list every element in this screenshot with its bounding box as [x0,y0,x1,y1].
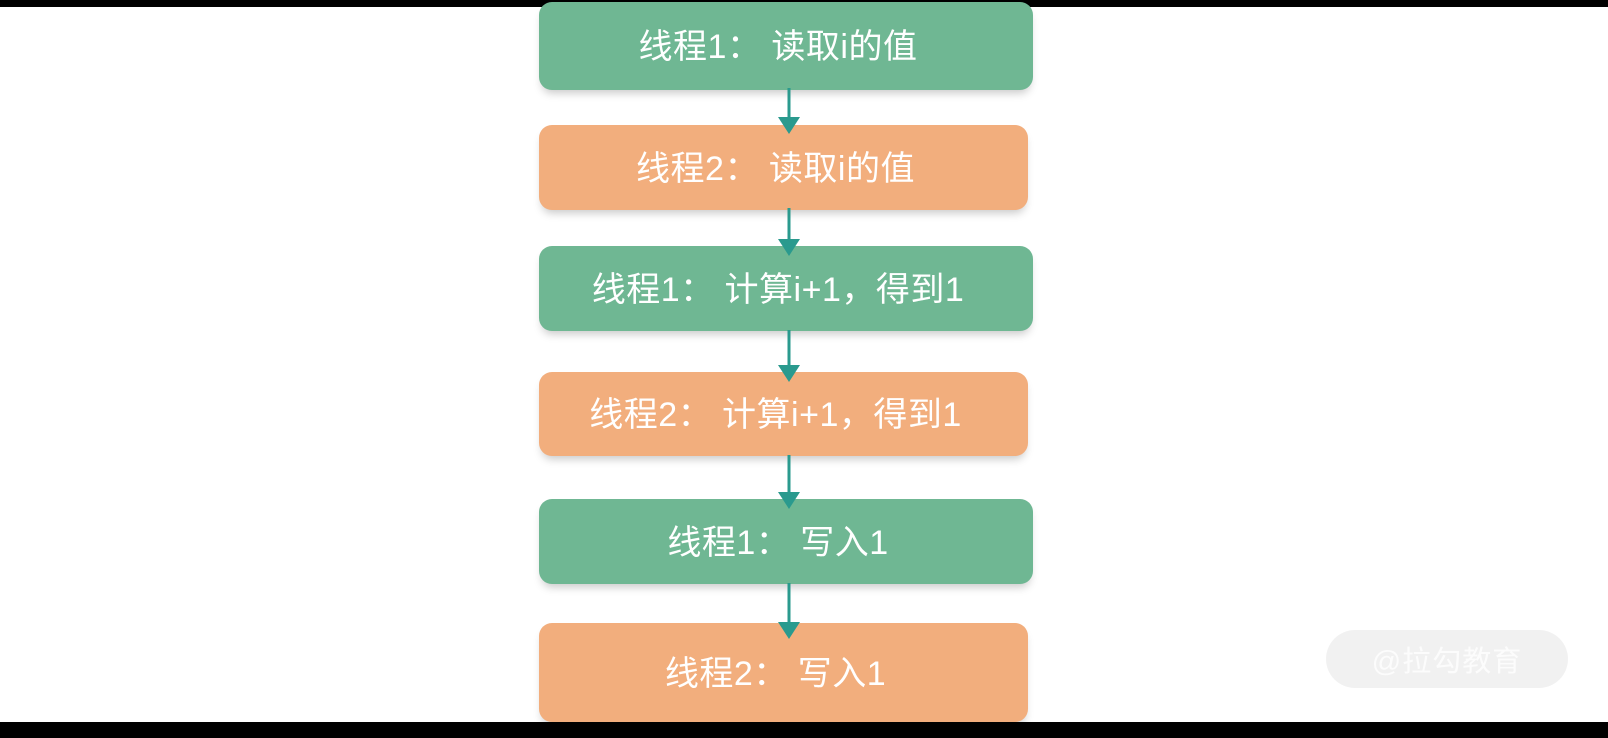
flow-node: 线程2： 读取i的值 [539,125,1028,210]
flow-node: 线程1： 计算i+1，得到1 [539,246,1033,331]
flow-node: 线程2： 写入1 [539,623,1028,722]
watermark-badge: @拉勾教育 [1326,630,1568,688]
watermark-text: @拉勾教育 [1371,646,1523,678]
flow-node: 线程1： 读取i的值 [539,2,1033,90]
flow-node-label: 线程2： 计算i+1，得到1 [589,396,962,434]
flow-node-label: 线程2： 读取i的值 [636,149,915,188]
letterbox-bottom [0,722,1608,738]
flow-node-label: 线程2： 写入1 [664,654,887,693]
flow-node-label: 线程1： 计算i+1，得到1 [591,270,965,309]
flow-node-label: 线程1： 写入1 [667,523,889,562]
flow-node: 线程2： 计算i+1，得到1 [539,372,1028,456]
flow-node: 线程1： 写入1 [539,499,1033,584]
flow-node-label: 线程1： 读取i的值 [638,28,918,66]
